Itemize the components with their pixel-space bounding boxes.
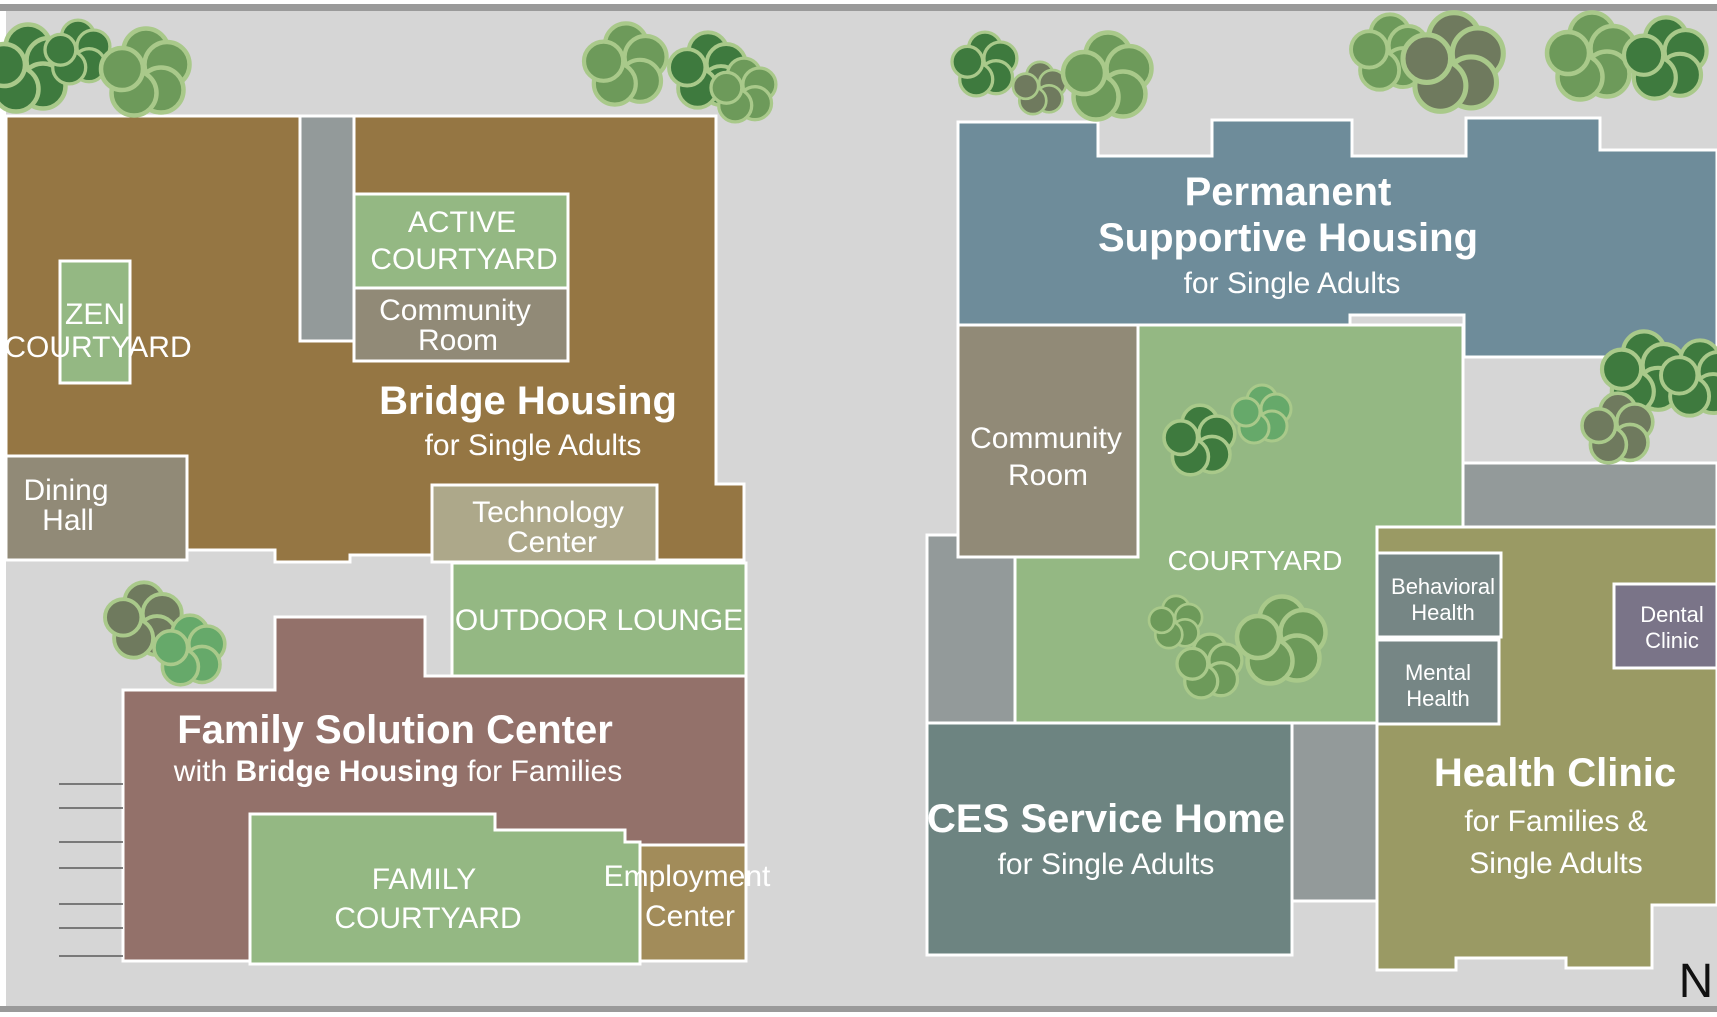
dental-clinic-room [1612, 582, 1717, 670]
employment-center [638, 843, 748, 963]
top-border [0, 4, 1717, 11]
behavioral-health-room [1375, 551, 1503, 639]
right-site [925, 116, 1717, 972]
bridge-walkway [298, 114, 356, 343]
zen-courtyard-label-2: COURTYARD [4, 331, 191, 364]
zen-courtyard-label-1: ZEN [65, 298, 125, 331]
dining-hall-label-1: Dining [23, 474, 108, 507]
psh-community-room [956, 323, 1140, 559]
bridge-housing-subtitle: for Single Adults [425, 429, 642, 462]
employment-center-label-2: Center [645, 900, 735, 933]
family-subtitle-bold: Bridge Housing [235, 755, 458, 788]
family-courtyard-label-1: FAMILY [372, 863, 476, 896]
mental-health-room [1375, 638, 1501, 726]
health-clinic-line3: Single Adults [1469, 847, 1642, 880]
mental-health-label-2: Health [1406, 686, 1470, 711]
family-courtyard [248, 812, 642, 966]
ces-service-home-title: CES Service Home [927, 797, 1285, 841]
behavioral-health-label-1: Behavioral [1391, 574, 1495, 599]
north-arrow-label: N [1679, 955, 1714, 1008]
left-site [4, 114, 748, 966]
bridge-housing-title: Bridge Housing [379, 379, 677, 423]
right-walkway-center [1290, 721, 1379, 903]
active-courtyard [352, 192, 570, 290]
behavioral-health-label-2: Health [1411, 600, 1475, 625]
psh-subtitle: for Single Adults [1184, 267, 1401, 300]
family-solution-center-subtitle: with Bridge Housing for Families [173, 755, 622, 788]
technology-center [430, 483, 659, 564]
psh-title-line2: Supportive Housing [1098, 216, 1478, 260]
health-clinic-title: Health Clinic [1434, 751, 1676, 795]
dental-clinic-label-2: Clinic [1645, 628, 1699, 653]
mental-health-label-1: Mental [1405, 660, 1471, 685]
right-walkway-top [1461, 461, 1717, 529]
dining-hall-label-2: Hall [42, 504, 94, 537]
dining-hall [4, 454, 189, 562]
family-subtitle-post: for Families [459, 755, 622, 788]
bridge-community-room-label-1: Community [379, 294, 531, 327]
psh-community-room-label-2: Room [1008, 459, 1088, 492]
family-solution-center-title: Family Solution Center [177, 708, 613, 752]
ces-service-home-subtitle: for Single Adults [998, 848, 1215, 881]
psh-title-line1: Permanent [1185, 170, 1392, 214]
bridge-community-room-label-2: Room [418, 324, 498, 357]
technology-center-label-1: Technology [472, 496, 624, 529]
entrance-stairs [59, 783, 123, 957]
ces-service-home-building [925, 721, 1294, 957]
bottom-border [0, 1006, 1717, 1012]
technology-center-label-2: Center [507, 526, 597, 559]
psh-community-room-label-1: Community [970, 422, 1122, 455]
health-clinic-line2: for Families & [1464, 805, 1647, 838]
right-walkway-left [925, 533, 1017, 725]
dental-clinic-label-1: Dental [1640, 602, 1704, 627]
active-courtyard-label-1: ACTIVE [408, 206, 516, 239]
outdoor-lounge-label: OUTDOOR LOUNGE [455, 604, 743, 637]
bridge-community-room [352, 286, 570, 363]
courtyard-label: COURTYARD [1168, 545, 1343, 576]
employment-center-label-1: Employment [604, 860, 771, 893]
family-courtyard-label-2: COURTYARD [334, 902, 521, 935]
family-subtitle-pre: with [173, 755, 236, 788]
active-courtyard-label-2: COURTYARD [370, 243, 557, 276]
zen-courtyard [58, 259, 132, 385]
